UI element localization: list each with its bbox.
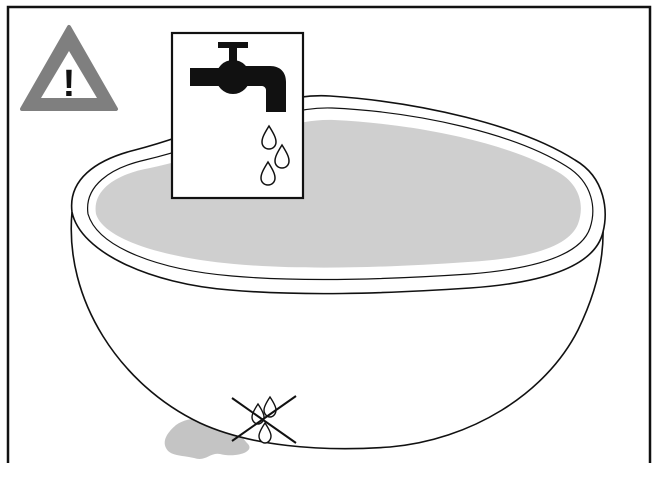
faucet-dripping-icon (172, 33, 303, 198)
warning-triangle-icon: ! (22, 27, 116, 109)
warning-exclamation: ! (63, 63, 76, 105)
